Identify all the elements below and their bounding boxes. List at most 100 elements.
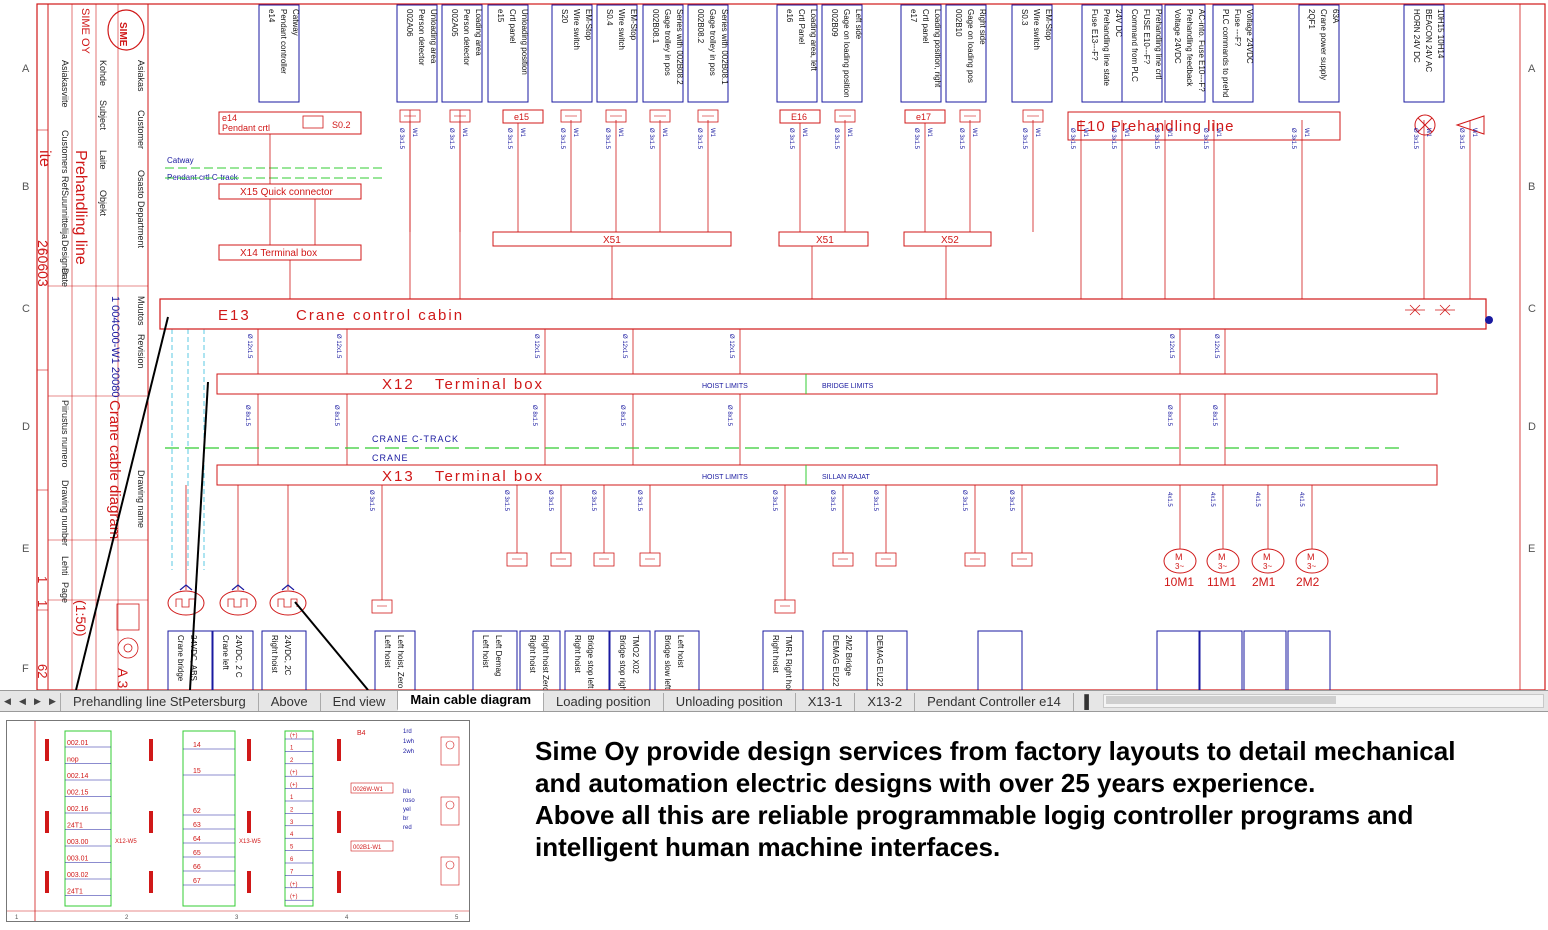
cable-diagram-sheet: A B C D E F A B C D E SIME SIME OY Asiak… [22, 3, 1546, 690]
limit-switch-symbol [371, 599, 393, 614]
sheet-tab[interactable]: X13-1 [794, 693, 855, 711]
inset-wire-color: br [403, 816, 408, 822]
x51-junction-box[interactable] [778, 231, 869, 247]
field-label: Objekt [98, 190, 108, 217]
sheet-tab[interactable]: End view [319, 693, 398, 711]
wire-code: W1 [801, 128, 807, 138]
device-label-text: Prehandling line crtl [1154, 9, 1163, 79]
svg-text:M: M [1307, 552, 1315, 562]
wire-code: W1 [519, 128, 525, 138]
device-label-text: Left Demag [494, 635, 503, 676]
device-label-text: 24VDC, ABS [189, 635, 198, 681]
e13-crane-control-cabin[interactable] [159, 298, 1487, 330]
svg-text:4x1.5: 4x1.5 [1298, 492, 1304, 507]
device-label-text: S0.3 [1020, 9, 1029, 26]
pendant-controller-e14[interactable]: e14 Pendant crtl S0.2 [218, 111, 362, 135]
wire-code: Ø 12x1.5 [335, 334, 341, 359]
wire-code: Ø 3x1.5 [506, 128, 512, 150]
inset-terminal: (+) [290, 894, 298, 900]
field-label: Suunnittelija [60, 190, 70, 239]
x12-terminal-box[interactable] [216, 373, 1438, 395]
e10-prehandling-line[interactable] [1067, 111, 1341, 141]
wire-code: W1 [1082, 128, 1088, 138]
sheet-tab[interactable]: Prehandling line StPetersburg [60, 693, 258, 711]
projection-symbol [116, 603, 140, 631]
sheet-tab[interactable]: X13-2 [854, 693, 914, 711]
row-letter-left: E [22, 543, 29, 555]
prev-sheet-button[interactable]: ◀ [19, 696, 26, 706]
inset-terminal: 2 [290, 758, 294, 764]
wire-code: Ø 12x1.5 [1213, 334, 1219, 359]
wire-code: Ø 3x1.5 [503, 490, 509, 512]
inset-terminal: (+) [290, 733, 298, 739]
e15-panel[interactable]: e15 [502, 109, 544, 124]
device-label-text: Voltage 24VDC [1173, 9, 1182, 64]
device-label-block [1287, 630, 1331, 690]
wire-code: W1 [1425, 128, 1431, 138]
last-sheet-button[interactable]: ▶ [49, 696, 56, 706]
x15-quick-connector[interactable] [218, 183, 362, 200]
first-sheet-button[interactable]: ◀ [4, 696, 11, 706]
device-label-text: Fuse E13---F? [1090, 9, 1099, 61]
switch-icon [302, 115, 324, 129]
row-letter-right: D [1528, 421, 1536, 433]
field-label: Drawing name [136, 470, 146, 528]
device-label-text: Voltage 24VDC [1245, 9, 1254, 64]
sheet-tab[interactable]: Loading position [543, 693, 663, 711]
row-letter-right: A [1528, 63, 1536, 75]
sheet-tab[interactable]: Main cable diagram [397, 691, 544, 711]
scrollbar-thumb[interactable] [1106, 696, 1337, 704]
e14-label: e14 [222, 113, 237, 123]
inset-row-label: 003.02 [67, 872, 89, 879]
motor-label: 2M2 [1296, 575, 1320, 589]
wire-code: Ø 8x1.5 [1166, 405, 1172, 427]
svg-text:M: M [1175, 552, 1183, 562]
sheet-number: 62 [35, 664, 50, 678]
field-label: Kohde [98, 60, 108, 86]
device-label-text: 002B08.2 [696, 9, 705, 44]
horizontal-scrollbar[interactable] [1103, 694, 1544, 708]
wire-code: Ø 3x1.5 [1069, 128, 1075, 150]
device-label-text: Crane power supply [1319, 9, 1328, 80]
sheet-tab[interactable]: Unloading position [662, 693, 795, 711]
device-label-text: Crane bridge [176, 635, 185, 682]
device-label-text: 2M2 Bridge [844, 635, 853, 676]
inset-row-label: 002.16 [67, 806, 89, 813]
bridge-limits-label: BRIDGE LIMITS [822, 383, 874, 390]
device-label-text: Loading area [474, 9, 483, 56]
field-label: Designer [60, 240, 70, 276]
motor-icon [1295, 548, 1329, 574]
device-label-text: Crane left [221, 635, 230, 670]
e17-label: e17 [916, 112, 931, 122]
limit-switch-symbol [964, 552, 986, 567]
device-label-text: 24VDC, 2 C [234, 635, 243, 678]
inset-terminal: 67 [193, 878, 201, 885]
wire-code: W1 [1471, 128, 1477, 138]
sheet-tab[interactable]: Above [257, 693, 320, 711]
svg-text:1: 1 [15, 915, 19, 921]
device-label-text: Gage on loading position [842, 9, 851, 98]
svg-text:5: 5 [455, 915, 459, 921]
x52-junction-box[interactable] [903, 231, 992, 247]
sheet-tab[interactable]: Pendant Controller e14 [914, 693, 1073, 711]
next-sheet-button[interactable]: ▶ [34, 696, 41, 706]
project-name: Prehandling line [72, 150, 89, 265]
limit-switch-symbol [593, 552, 615, 567]
device-label-block [1199, 630, 1243, 690]
svg-text:3~: 3~ [1263, 562, 1272, 571]
field-label: Muutos [136, 296, 146, 326]
x13-terminal-box[interactable] [216, 464, 1438, 486]
limit-switch-symbol [506, 552, 528, 567]
more-tabs-button[interactable]: ▐ [1072, 693, 1095, 711]
device-label-text: Catway [291, 9, 300, 36]
motor-label: 2M1 [1252, 575, 1276, 589]
inset-terminal: 3 [290, 820, 294, 826]
wire-code: Ø 3x1.5 [1110, 128, 1116, 150]
x14-label: X14 Terminal box [240, 248, 317, 259]
row-letter-left: B [22, 181, 29, 193]
description-paragraph: Sime Oy provide design services from fac… [535, 736, 1456, 798]
